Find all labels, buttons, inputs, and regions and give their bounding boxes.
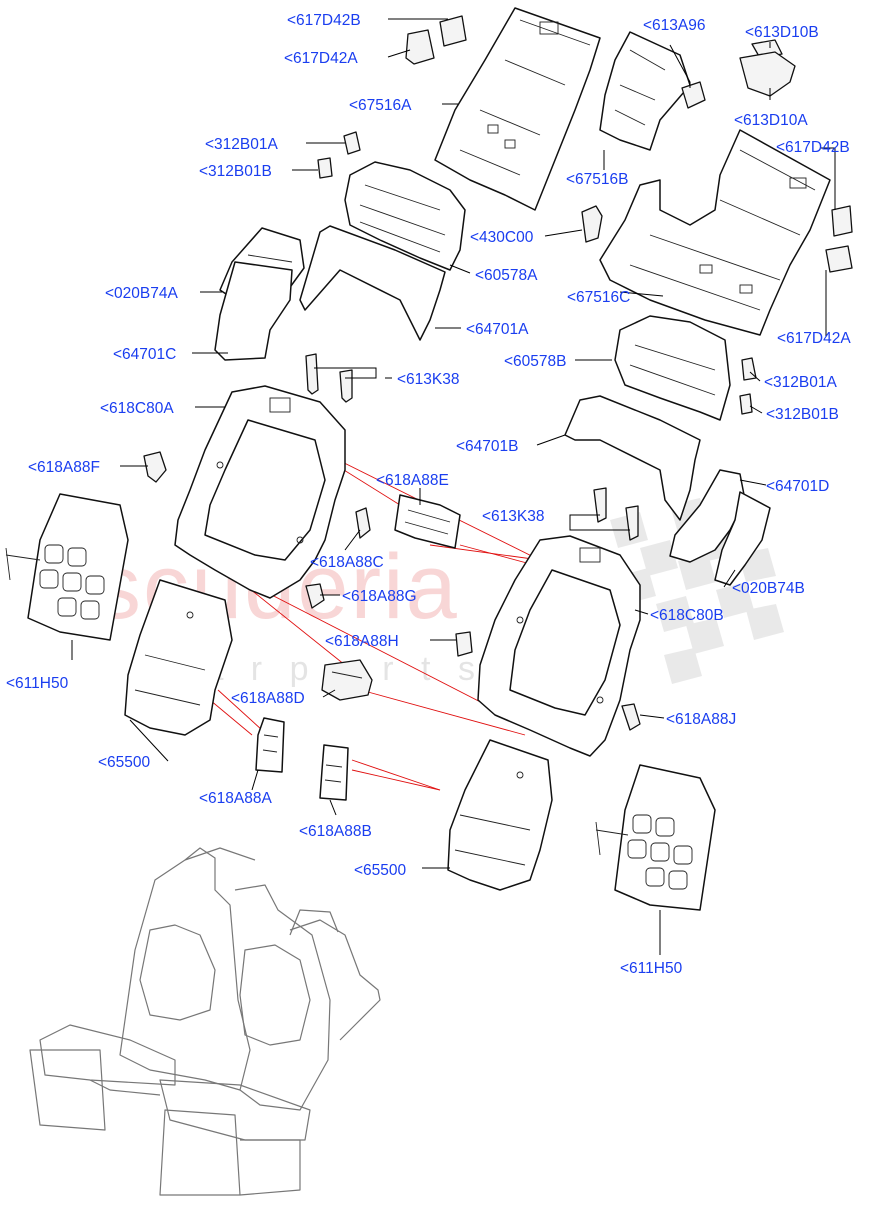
label-617D42B-right[interactable]: <617D42B [776, 139, 850, 156]
label-618A88F[interactable]: <618A88F [28, 459, 100, 476]
label-618C80A[interactable]: <618C80A [100, 400, 174, 417]
label-64701A[interactable]: <64701A [466, 321, 529, 338]
bracket-618A88F [143, 451, 167, 483]
label-60578A[interactable]: <60578A [475, 267, 538, 284]
frame-618C80B [477, 535, 641, 757]
clip-312B01A-right [741, 357, 757, 381]
label-613K38-top[interactable]: <613K38 [397, 371, 460, 388]
trim-020B74B [714, 491, 771, 586]
part-labels: <617D42B <617D42A <613A96 <613D10B <613D… [6, 12, 851, 977]
pad-617D42B-right [831, 205, 853, 237]
leader-lines [71, 18, 836, 955]
trim-64701C [214, 261, 293, 361]
panel-67516C [599, 129, 831, 336]
label-65500-left[interactable]: <65500 [98, 754, 151, 771]
label-618C80B[interactable]: <618C80B [650, 607, 724, 624]
label-617D42A-right[interactable]: <617D42A [777, 330, 851, 347]
label-312B01B-top[interactable]: <312B01B [199, 163, 272, 180]
pins-613K38-top [305, 353, 353, 403]
pad-617D42A-right [825, 245, 853, 273]
panel-60578B [614, 315, 731, 421]
label-64701C[interactable]: <64701C [113, 346, 176, 363]
bracket-613A96 [599, 31, 706, 151]
label-618A88J[interactable]: <618A88J [666, 711, 736, 728]
label-67516B[interactable]: <67516B [566, 171, 629, 188]
label-613D10B[interactable]: <613D10B [745, 24, 819, 41]
trim-64701A [299, 225, 446, 341]
label-618A88B[interactable]: <618A88B [299, 823, 372, 840]
label-613K38-mid[interactable]: <613K38 [482, 508, 545, 525]
rear-seat-assembly-outline [29, 847, 381, 1196]
pins-613K38-mid [593, 487, 639, 541]
label-64701B[interactable]: <64701B [456, 438, 519, 455]
label-020B74A[interactable]: <020B74A [105, 285, 178, 302]
part-618A88J [621, 703, 641, 731]
part-618A88H [455, 631, 473, 657]
label-67516C[interactable]: <67516C [567, 289, 630, 306]
frame-618C80A [174, 385, 346, 599]
label-618A88G[interactable]: <618A88G [342, 588, 417, 605]
panel-618A88A [255, 717, 285, 773]
label-312B01A-right[interactable]: <312B01A [764, 374, 837, 391]
cushion-frame-65500-mid [447, 739, 553, 891]
label-430C00[interactable]: <430C00 [470, 229, 534, 246]
label-618A88A[interactable]: <618A88A [199, 790, 272, 807]
cushion-frame-65500-left [124, 579, 233, 736]
label-617D42A-top[interactable]: <617D42A [284, 50, 358, 67]
label-618A88E[interactable]: <618A88E [376, 472, 449, 489]
panel-67516A [434, 7, 601, 211]
trim-64701B [564, 395, 701, 521]
pad-617D42B-top [439, 15, 467, 47]
label-618A88H[interactable]: <618A88H [325, 633, 399, 650]
part-618A88C [355, 507, 371, 539]
clip-312B01A-top [343, 131, 361, 155]
trim-64701D [669, 469, 746, 563]
panel-60578A [344, 161, 466, 271]
clip-430C00 [581, 205, 603, 243]
label-613A96[interactable]: <613A96 [643, 17, 706, 34]
label-312B01B-right[interactable]: <312B01B [766, 406, 839, 423]
part-618A88G [305, 583, 325, 609]
trim-613D10A [739, 51, 796, 97]
label-67516A[interactable]: <67516A [349, 97, 412, 114]
clip-312B01B-right [739, 393, 753, 415]
label-312B01A-top[interactable]: <312B01A [205, 136, 278, 153]
panel-618A88B [319, 744, 349, 801]
label-613D10A[interactable]: <613D10A [734, 112, 808, 129]
label-618A88D[interactable]: <618A88D [231, 690, 305, 707]
lumbar-611H50-right [595, 764, 716, 911]
module-618A88E [394, 494, 461, 549]
lumbar-611H50-left [5, 493, 129, 641]
pad-617D42A-top [405, 29, 435, 65]
clip-312B01B-top [317, 157, 333, 179]
label-020B74B[interactable]: <020B74B [732, 580, 805, 597]
label-64701D[interactable]: <64701D [766, 478, 829, 495]
label-617D42B-top[interactable]: <617D42B [287, 12, 361, 29]
label-60578B[interactable]: <60578B [504, 353, 567, 370]
label-618A88C[interactable]: <618A88C [310, 554, 384, 571]
label-611H50-right[interactable]: <611H50 [620, 960, 683, 977]
label-65500-mid[interactable]: <65500 [354, 862, 407, 879]
label-611H50-left[interactable]: <611H50 [6, 675, 69, 692]
